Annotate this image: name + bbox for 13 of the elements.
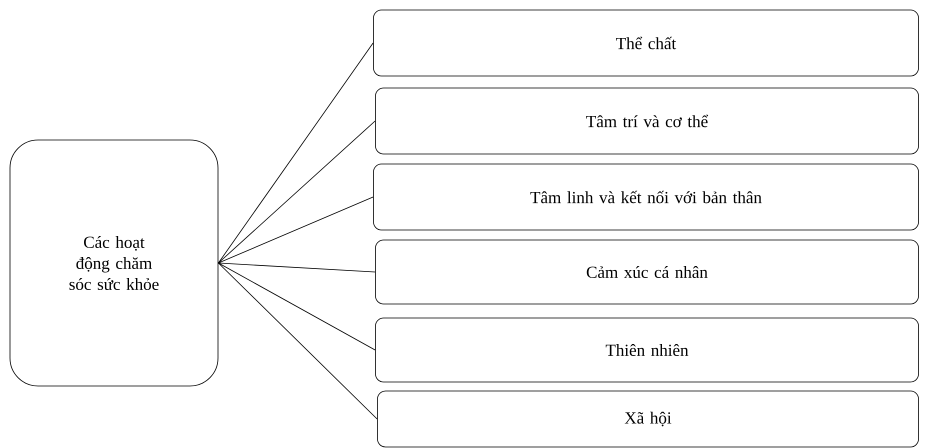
connector-line [218, 262, 376, 272]
connector-line [218, 42, 374, 264]
category-box: Xã hội [377, 390, 919, 448]
connector-line [218, 120, 376, 264]
category-box: Cảm xúc cá nhân [375, 240, 919, 304]
category-box: Thiên nhiên [375, 318, 919, 382]
category-box: Tâm trí và cơ thể [375, 88, 919, 154]
connector-line [218, 262, 378, 420]
category-box: Tâm linh và kết nối với bản thân [373, 164, 919, 230]
category-box: Thể chất [373, 10, 919, 76]
connector-line [218, 262, 376, 350]
topic-box: Các hoạt động chăm sóc sức khỏe [10, 140, 218, 386]
connector-line [218, 196, 374, 264]
